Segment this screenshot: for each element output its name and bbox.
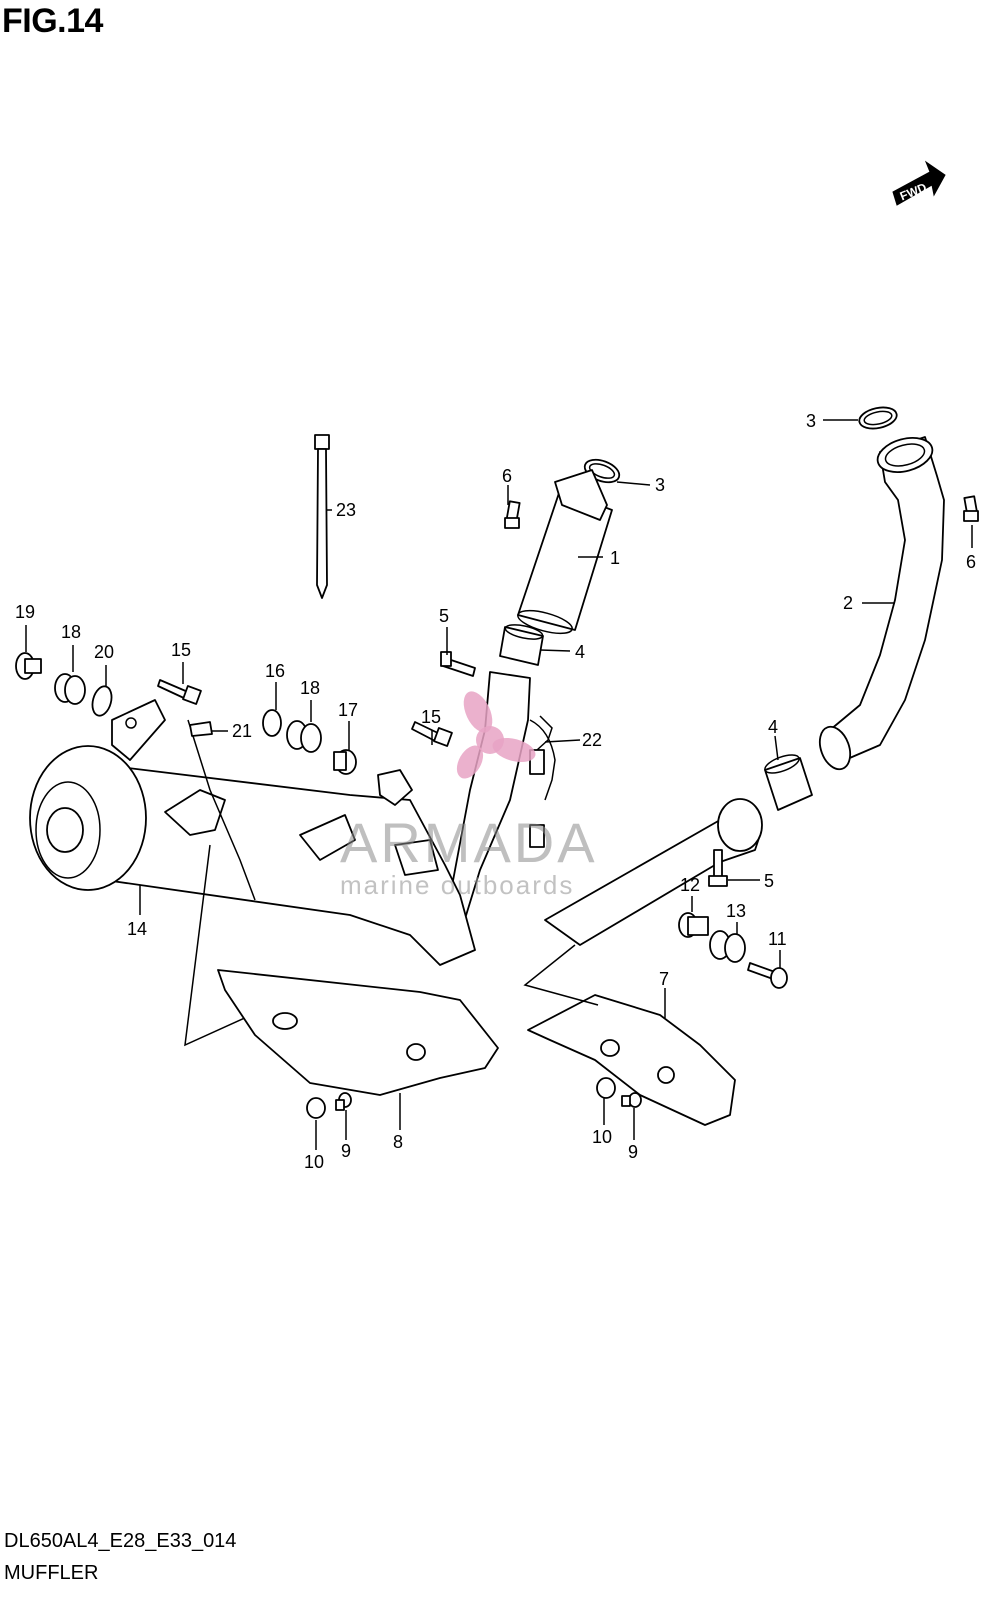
- oxygen-sensor-part: [529, 715, 553, 775]
- callout-4-center: 4: [575, 642, 585, 662]
- callout-10-right: 10: [592, 1127, 612, 1147]
- callout-11: 11: [768, 929, 787, 949]
- exhaust-pipe-right-part: [818, 436, 945, 771]
- callout-3-right: 3: [806, 411, 816, 431]
- collar-part-17: [333, 749, 357, 775]
- callout-10-left: 10: [304, 1152, 324, 1172]
- callout-15-center: 15: [421, 707, 441, 727]
- bolt-part-6-right: [963, 495, 979, 522]
- callout-1: 1: [610, 548, 620, 568]
- bolt-part-5-right: [708, 849, 728, 887]
- callout-7: 7: [659, 969, 669, 989]
- callout-22: 22: [582, 730, 602, 750]
- watermark: ARMADA marine outboards: [340, 691, 598, 900]
- callout-5-center: 5: [439, 606, 449, 626]
- callout-18-left: 18: [61, 622, 81, 642]
- bolt-part-15-left: [157, 679, 202, 705]
- callout-12: 12: [680, 875, 700, 895]
- exhaust-joint-part-center: [499, 624, 544, 666]
- collar-bolt-part-19: [15, 652, 42, 680]
- callout-6-right: 6: [966, 552, 976, 572]
- washer-part-20: [91, 685, 113, 717]
- gasket-part-right: [858, 406, 898, 430]
- callout-3-center: 3: [655, 475, 665, 495]
- callout-21: 21: [232, 721, 252, 741]
- fwd-label: FWD: [898, 180, 929, 203]
- nut-part-10-left: [306, 1097, 326, 1119]
- bolt-part-15-center: [411, 721, 453, 747]
- bolt-part-5-center: [440, 651, 476, 677]
- bolt-part-6-center: [504, 500, 521, 529]
- collar-part-12: [678, 912, 709, 938]
- callout-numbers: 1 2 3 3 4 4 5 5 6 6 7 8 9 9 10 10 11 12 …: [15, 411, 976, 1172]
- callout-5-right: 5: [764, 871, 774, 891]
- callout-23: 23: [336, 500, 356, 520]
- callout-13: 13: [726, 901, 746, 921]
- callout-4-right: 4: [768, 717, 778, 737]
- callout-14: 14: [127, 919, 147, 939]
- model-code: DL650AL4_E28_E33_014: [4, 1530, 237, 1552]
- heat-shield-right-part: [523, 944, 736, 1126]
- callout-17: 17: [338, 700, 358, 720]
- exhaust-pipe-center-part: [517, 469, 613, 635]
- callout-19: 19: [15, 602, 35, 622]
- washer-part-16: [262, 709, 282, 737]
- screw-part-9-left: [335, 1092, 352, 1111]
- cable-tie-part: [314, 434, 330, 599]
- watermark-tagline: marine outboards: [340, 870, 574, 900]
- grommet-part-18-right: [286, 720, 322, 753]
- callout-16: 16: [265, 661, 285, 681]
- grommet-part-left: [54, 673, 86, 705]
- figure-title: FIG.14: [2, 2, 103, 40]
- callout-15-left: 15: [171, 640, 191, 660]
- muffler-part: [29, 699, 476, 1047]
- clip-part-21: [189, 721, 213, 737]
- callout-9-left: 9: [341, 1141, 351, 1161]
- section-name: MUFFLER: [4, 1562, 99, 1584]
- callout-6-center: 6: [502, 466, 512, 486]
- callout-9-right: 9: [628, 1142, 638, 1162]
- leader-lines: [25, 419, 973, 1150]
- callout-18-right: 18: [300, 678, 320, 698]
- exhaust-joint-part-right: [764, 754, 813, 811]
- watermark-brand: ARMADA: [340, 811, 598, 874]
- nut-part-10-right: [596, 1077, 616, 1099]
- callout-8: 8: [393, 1132, 403, 1152]
- callout-20: 20: [94, 642, 114, 662]
- grommet-part-13: [709, 930, 746, 963]
- screw-part-9-right: [621, 1092, 642, 1108]
- bolt-part-11: [747, 962, 788, 989]
- propeller-logo-icon: [456, 691, 536, 779]
- heat-shield-left-part: [217, 969, 499, 1096]
- callout-2: 2: [843, 593, 853, 613]
- forward-direction-arrow-icon: FWD: [892, 160, 946, 206]
